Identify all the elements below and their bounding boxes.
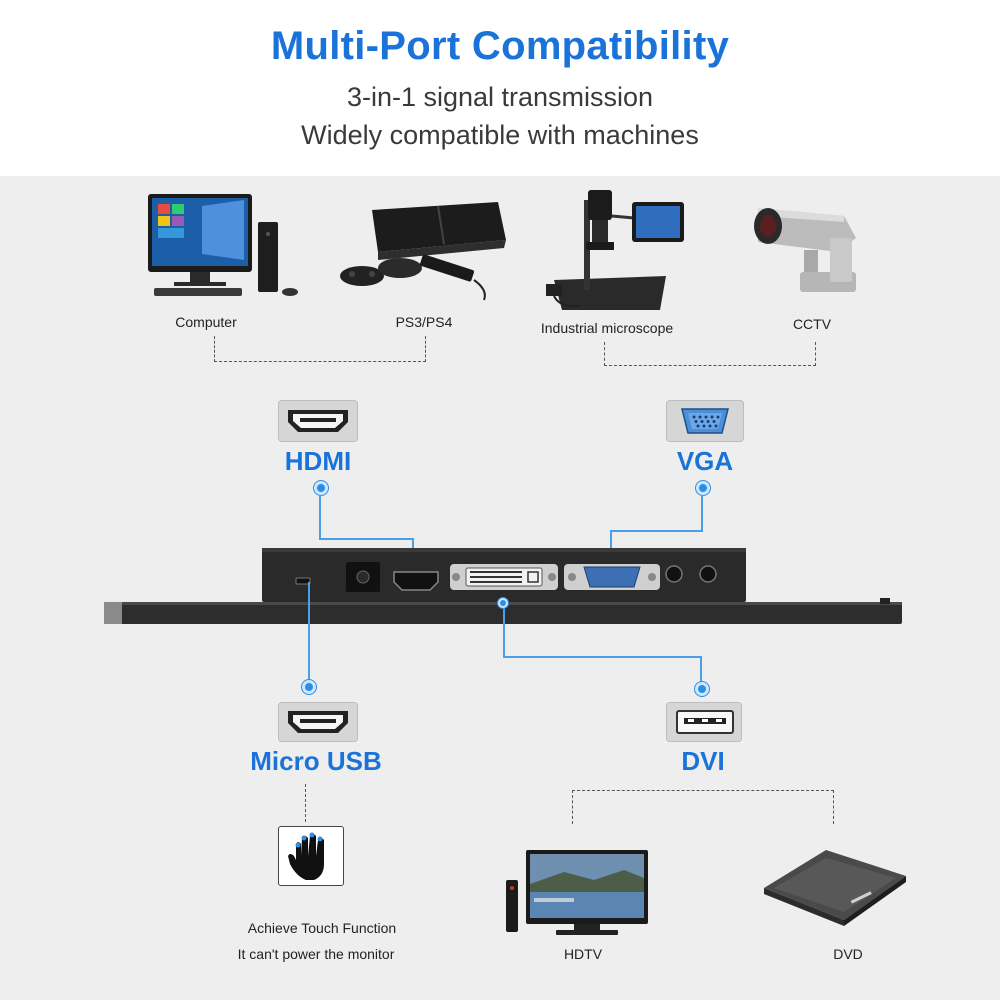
dvi-line-vertical <box>503 600 505 658</box>
port-label-dvi: DVI <box>681 746 725 776</box>
micro-usb-connector-dot <box>302 680 316 694</box>
dvi-connector-dot <box>695 682 709 696</box>
label-ps: PS3/PS4 <box>395 314 453 330</box>
hdmi-line-vertical <box>319 495 321 539</box>
dvi-line-drop <box>700 656 702 682</box>
cctv-camera-icon <box>754 208 856 292</box>
vga-port-icon <box>681 408 729 434</box>
label-hdtv: HDTV <box>563 946 603 962</box>
hdtv-icon <box>506 850 648 935</box>
hdmi-connector-dot <box>314 481 328 495</box>
subtitle-line-1: 3-in-1 signal transmission <box>346 82 654 112</box>
dvi-port-dot <box>498 598 508 608</box>
label-dvd: DVD <box>833 946 863 962</box>
label-touch-power-note: It can't power the monitor <box>237 946 395 962</box>
port-label-micro-usb: Micro USB <box>250 746 382 776</box>
micro-usb-port-icon <box>288 711 348 733</box>
page-title: Multi-Port Compatibility <box>270 24 730 68</box>
micro-usb-line-vertical <box>308 582 310 686</box>
hdmi-line-horizontal <box>319 538 413 540</box>
label-touch-function: Achieve Touch Function <box>247 920 397 936</box>
label-cctv: CCTV <box>792 316 832 332</box>
vga-line-horizontal <box>610 530 703 532</box>
label-microscope: Industrial microscope <box>540 320 674 336</box>
bracket-dvi-targets <box>572 790 834 824</box>
usb-port-icon <box>676 710 734 734</box>
bracket-hdmi-sources <box>214 336 426 362</box>
vga-line-vertical <box>701 495 703 531</box>
bracket-vga-sources <box>604 342 816 366</box>
port-label-hdmi: HDMI <box>284 446 352 476</box>
dvd-drive-icon <box>764 850 906 926</box>
microscope-icon <box>546 190 684 310</box>
label-computer: Computer <box>175 314 237 330</box>
dvi-line-horizontal <box>503 656 701 658</box>
header <box>0 0 1000 176</box>
port-label-vga: VGA <box>676 446 734 476</box>
vga-connector-dot <box>696 481 710 495</box>
computer-icon <box>148 194 298 296</box>
touch-glove-icon <box>288 832 324 880</box>
ps4-console-icon <box>340 202 506 301</box>
subtitle-line-2: Widely compatible with machines <box>301 120 699 150</box>
vga-line-drop <box>610 530 612 558</box>
hdmi-port-icon <box>288 410 348 432</box>
touch-dashed-line <box>305 784 306 822</box>
